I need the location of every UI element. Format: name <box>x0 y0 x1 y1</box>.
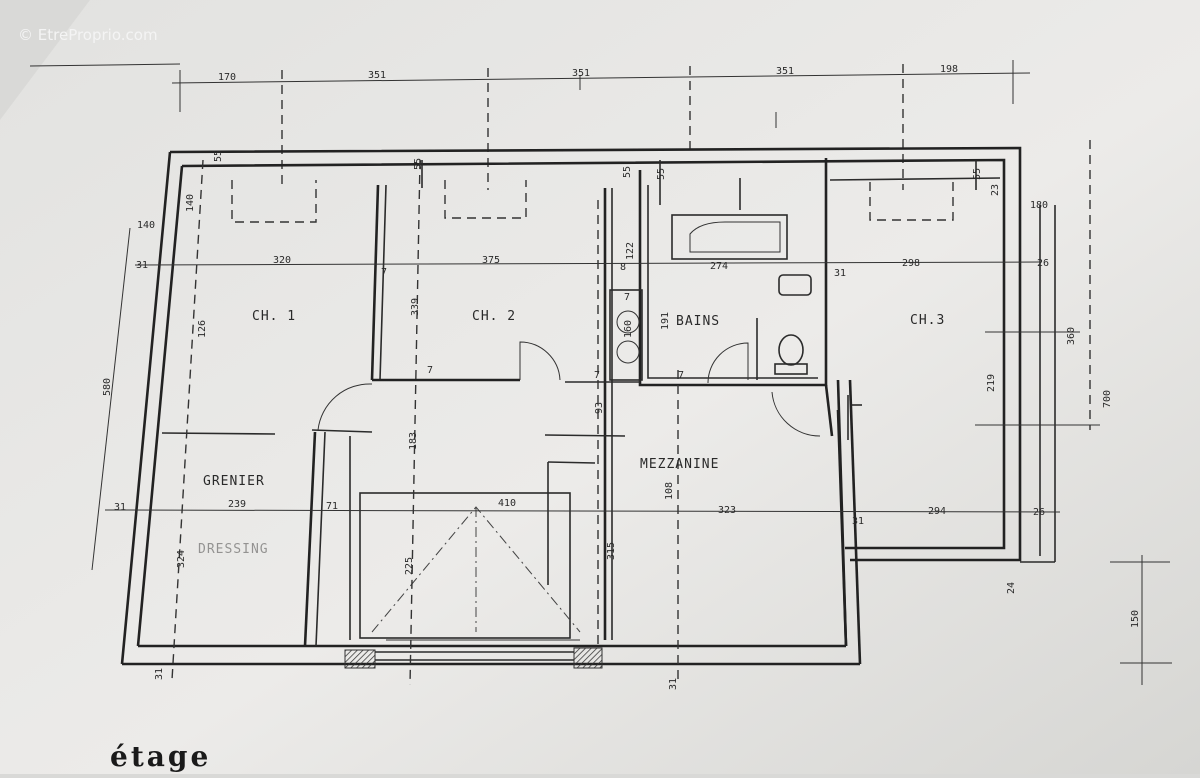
bathtub <box>671 214 788 260</box>
stair-landing-right <box>573 647 603 669</box>
dim-v-122: 122 <box>625 242 636 260</box>
room-label-ch2: CH. 2 <box>472 309 516 324</box>
dim-wall-55-d: 55 <box>656 168 667 180</box>
dim-row1-ch3: 298 <box>902 258 920 269</box>
dim-top-3: 351 <box>572 68 590 79</box>
dim-row2-ch3: 294 <box>928 506 946 517</box>
dim-v-108: 108 <box>664 482 675 500</box>
dim-wall-26-b: 26 <box>1033 507 1045 518</box>
watermark-text: © EtreProprio.com <box>18 26 158 44</box>
dim-row1-bains: 274 <box>710 261 728 272</box>
room-label-bains: BAINS <box>676 314 720 329</box>
dim-wall-31-b: 31 <box>114 502 126 513</box>
dim-v-700: 700 <box>1102 390 1113 408</box>
bidet <box>778 274 812 296</box>
dim-v-324: 324 <box>176 550 187 568</box>
dim-wall-7-d: 7 <box>678 370 684 381</box>
dim-top-2: 351 <box>368 70 386 81</box>
interior-walls <box>161 158 1001 647</box>
room-label-grenier: GRENIER <box>203 474 265 489</box>
windows <box>231 160 977 223</box>
top-dimension-chain: 170 351 351 351 198 <box>171 60 1031 190</box>
dim-v-225: 225 <box>404 557 415 575</box>
dim-wall-55-c: 55 <box>622 166 633 178</box>
dim-wall-55-e: 55 <box>972 168 983 180</box>
dim-v-126: 126 <box>197 320 208 338</box>
dim-v-93: 93 <box>594 402 605 414</box>
dim-v-315: 315 <box>606 542 617 560</box>
dim-wall-71: 71 <box>326 501 338 512</box>
washbasin-1 <box>616 310 640 334</box>
dim-row2-grenier: 239 <box>228 499 246 510</box>
dim-row2-mezzanine: 323 <box>718 505 736 516</box>
dim-top-5: 198 <box>940 64 958 75</box>
dim-wall-7-e: 7 <box>624 292 630 303</box>
dim-wall-55-b: 55 <box>413 158 424 170</box>
dim-wall-55-a: 55 <box>213 150 224 162</box>
dim-v-191: 191 <box>660 312 671 330</box>
dim-v-580: 580 <box>102 378 113 396</box>
dim-v-150: 150 <box>1130 610 1141 628</box>
dim-v-140: 140 <box>185 194 196 212</box>
dim-wall-31-e: 31 <box>154 668 165 680</box>
stair-landing-left <box>344 649 376 669</box>
dim-v-360: 360 <box>1066 327 1077 345</box>
exterior-walls <box>120 146 1056 666</box>
room-labels: CH. 1 CH. 2 BAINS CH.3 MEZZANINE GRENIER… <box>198 309 945 557</box>
dim-v-180: 180 <box>1030 200 1048 211</box>
washbasin-counter <box>609 289 643 381</box>
toilet-bowl <box>778 334 804 366</box>
dim-v-8: 8 <box>620 262 626 273</box>
sheet-top-rule <box>29 63 181 67</box>
dim-wall-31-d: 31 <box>852 516 864 527</box>
dim-v-160: 160 <box>623 320 634 338</box>
dim-wall-31-f: 31 <box>668 678 679 690</box>
dim-wall-7-a: 7 <box>381 267 387 278</box>
plan-title: étage <box>110 740 211 773</box>
dim-v-219: 219 <box>986 374 997 392</box>
staircase <box>344 506 603 669</box>
room-label-ch3: CH.3 <box>910 313 945 328</box>
washbasin-2 <box>616 340 640 364</box>
dim-v-140-b: 140 <box>137 220 155 231</box>
dimension-texts: 320 375 274 298 239 410 323 294 55 55 55… <box>102 150 1141 690</box>
paper-fold-shadow <box>0 0 90 120</box>
dim-wall-26-a: 26 <box>1037 258 1049 269</box>
room-label-mezzanine: MEZZANINE <box>640 457 719 472</box>
dim-wall-31-a: 31 <box>136 260 148 271</box>
dim-v-339: 339 <box>410 298 421 316</box>
dim-v-23: 23 <box>990 184 1001 196</box>
room-label-ch1: CH. 1 <box>252 309 296 324</box>
dim-wall-7-c: 7 <box>594 370 600 381</box>
toilet-tank <box>774 363 808 375</box>
dim-row2-stair: 410 <box>498 498 516 509</box>
dimension-lines <box>91 140 1172 686</box>
dim-wall-31-c: 31 <box>834 268 846 279</box>
dim-row1-ch2: 375 <box>482 255 500 266</box>
dim-top-4: 351 <box>776 66 794 77</box>
doors <box>317 341 862 440</box>
dim-wall-24: 24 <box>1006 582 1017 594</box>
room-label-dressing: DRESSING <box>198 542 269 557</box>
dim-top-1: 170 <box>218 72 236 83</box>
dim-v-183: 183 <box>408 432 419 450</box>
dim-wall-7-b: 7 <box>427 365 433 376</box>
bathroom-fixtures <box>609 214 812 381</box>
dim-row1-ch1: 320 <box>273 255 291 266</box>
